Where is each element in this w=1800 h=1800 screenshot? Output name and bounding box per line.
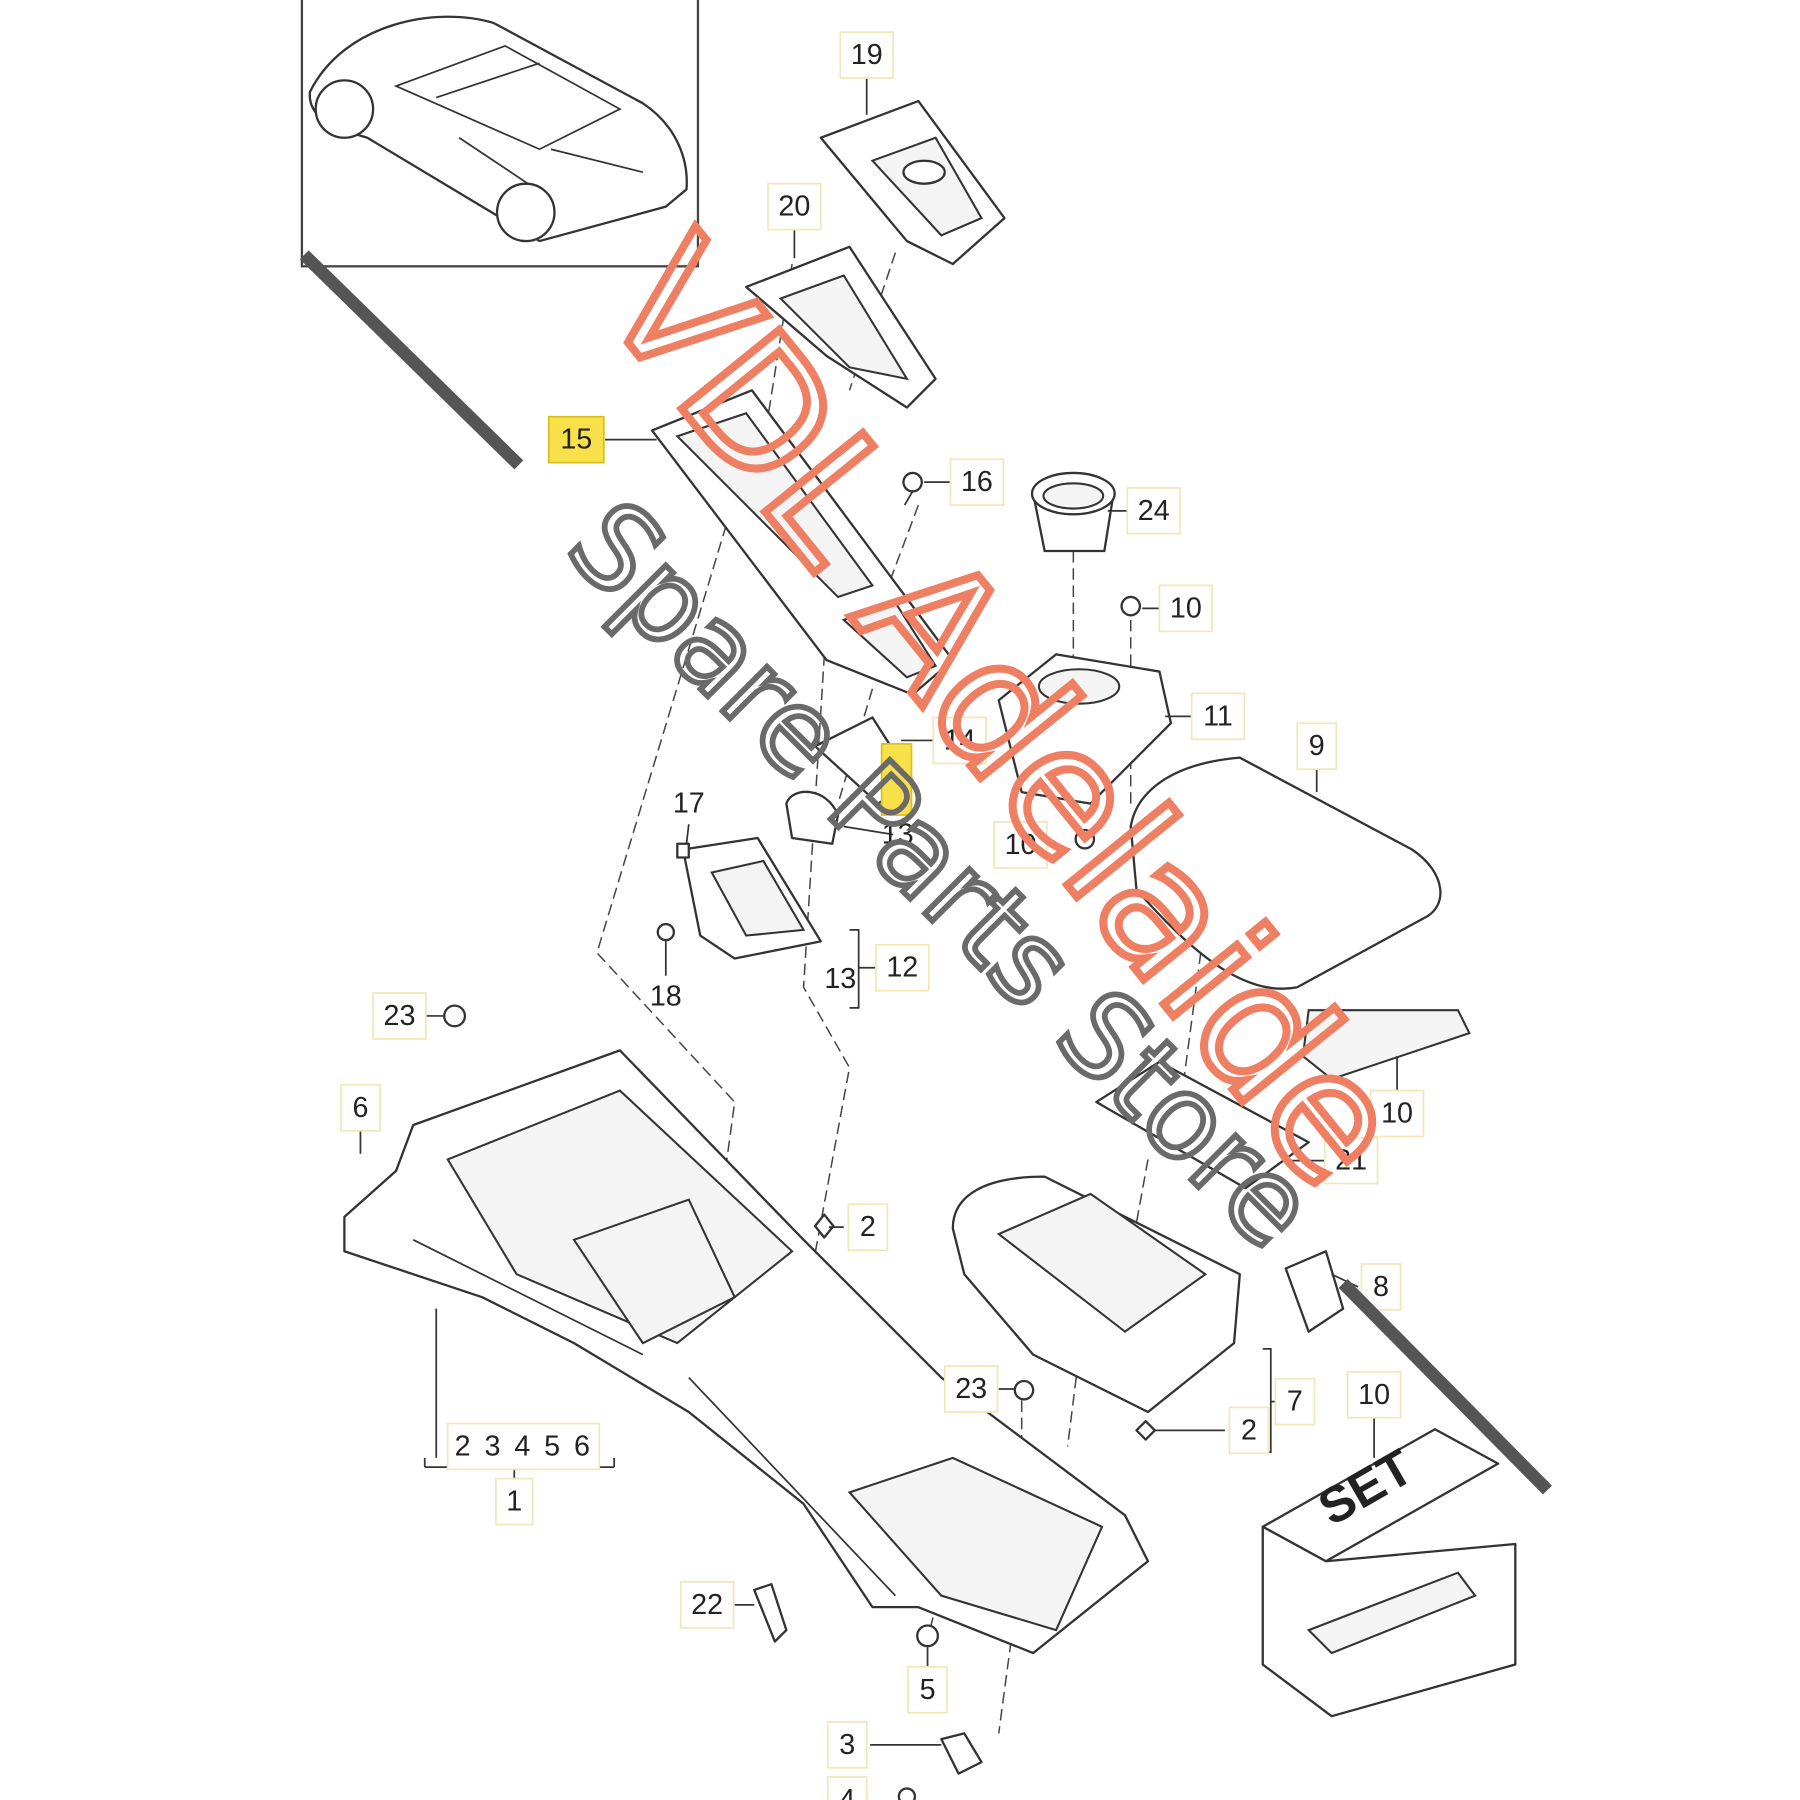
part-7-storage-tray [951,1175,1241,1414]
callout-10[interactable]: 10 [1005,829,1037,861]
part-17-18-fasteners [656,842,690,942]
callout-3[interactable]: 3 [839,1729,855,1761]
part-23-clips [443,1004,1035,1401]
callout-6[interactable]: 6 [352,1092,368,1124]
callout-8[interactable]: 8 [1373,1271,1389,1303]
callout-16[interactable]: 16 [961,466,993,498]
callout-5[interactable]: 5 [920,1674,936,1706]
part-24-cup-holder-insert [1030,471,1116,553]
part-19-switch-panel [819,99,1006,266]
part-15-console-cover [650,389,954,696]
callout-14[interactable]: 14 [944,724,976,756]
callout-6[interactable]: 6 [574,1430,590,1462]
callout-13-highlighted[interactable]: 13 [882,819,914,851]
part-21-mat [1095,1060,1310,1190]
callout-5[interactable]: 5 [544,1430,560,1462]
callout-2[interactable]: 2 [455,1430,471,1462]
callout-4[interactable]: 4 [839,1784,855,1800]
callout-1[interactable]: 1 [506,1486,522,1518]
part-5-3-4-fasteners [897,1624,983,1800]
callout-23[interactable]: 23 [955,1373,987,1405]
callout-15-highlighted[interactable]: 15 [560,424,592,456]
callout-24[interactable]: 24 [1138,495,1170,527]
part-1-centre-console-base [343,1049,1150,1655]
callout-9[interactable]: 9 [1309,730,1325,762]
callout-12[interactable]: 12 [886,952,918,984]
callout-20[interactable]: 20 [778,191,810,223]
callout-23[interactable]: 23 [384,1000,416,1032]
watermark-line-right [1338,1278,1552,1495]
part-2-clips [813,1213,1156,1441]
callout-10-set[interactable]: 10 [1358,1379,1390,1411]
callout-7[interactable]: 7 [1287,1386,1303,1418]
callout-4[interactable]: 4 [514,1430,530,1462]
callout-17[interactable]: 17 [673,788,705,820]
callout-11[interactable]: 11 [1203,700,1233,732]
callout-21[interactable]: 21 [1335,1145,1367,1177]
callout-22[interactable]: 22 [691,1589,723,1621]
vehicle-thumbnail [300,0,700,268]
part-12-ashtray-unit [681,836,822,960]
callout-labels: 19 20 15 16 24 10 11 9 14 13 17 10 12 13… [340,31,1425,1800]
callout-3[interactable]: 3 [484,1430,500,1462]
callout-2[interactable]: 2 [860,1211,876,1243]
part-16-screw [902,471,953,506]
part-10-screws [1074,595,1142,850]
callout-13[interactable]: 13 [824,963,856,995]
callout-19[interactable]: 19 [851,39,883,71]
watermark-line-left [299,250,524,470]
part-11-cup-holder [997,653,1173,805]
part-20-trim-frame [745,245,937,409]
callout-10[interactable]: 10 [1170,592,1202,624]
part-9-armrest [1129,756,1471,1081]
part-22-cover [753,1583,788,1643]
part-8-bracket [1284,1250,1345,1333]
callout-10[interactable]: 10 [1381,1098,1413,1130]
part-13-clip [785,790,840,845]
callout-18[interactable]: 18 [650,980,682,1012]
callout-2[interactable]: 2 [1241,1414,1257,1446]
part-10-set-kit: SET [1261,1428,1517,1718]
